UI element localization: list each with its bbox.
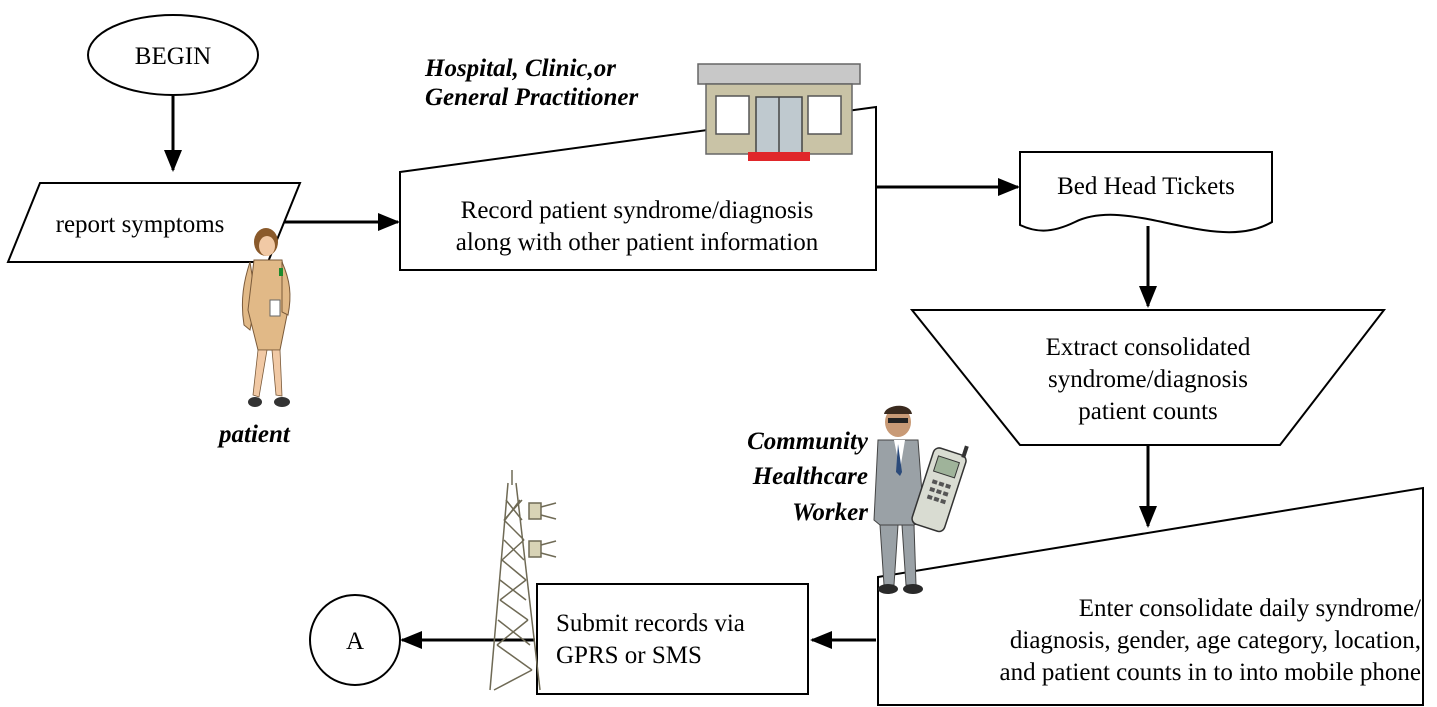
bed-head-tickets-node: Bed Head Tickets	[1019, 151, 1273, 234]
record-line-2: along with other patient information	[456, 229, 819, 256]
submit-line-2: GPRS or SMS	[556, 642, 702, 669]
hospital-caption-line-2: General Practitioner	[425, 84, 638, 111]
enter-line-2: diagnosis, gender, age category, locatio…	[1010, 627, 1421, 654]
record-line-1: Record patient syndrome/diagnosis	[461, 197, 814, 224]
report-symptoms-label: report symptoms	[56, 211, 225, 238]
extract-line-2: syndrome/diagnosis	[1048, 366, 1248, 393]
hospital-caption-line-1: Hospital, Clinic,or	[424, 55, 616, 82]
extract-line-1: Extract consolidated	[1046, 334, 1251, 361]
worker-caption-line-1: Community	[747, 428, 869, 455]
report-symptoms-node: report symptoms	[6, 182, 302, 263]
connector-a-node: A	[309, 594, 401, 686]
health-worker-man-icon	[873, 405, 969, 594]
enter-data-node: Enter consolidate daily syndrome/ diagno…	[877, 486, 1424, 706]
submit-line-1: Submit records via	[556, 610, 745, 637]
extract-line-3: patient counts	[1078, 398, 1218, 425]
enter-line-1: Enter consolidate daily syndrome/	[1079, 595, 1421, 622]
worker-caption-line-3: Worker	[792, 499, 868, 526]
submit-records-node: Submit records via GPRS or SMS	[536, 583, 809, 695]
extract-node: Extract consolidated syndrome/diagnosis …	[909, 309, 1387, 446]
patient-woman-icon	[241, 228, 291, 407]
enter-line-3: and patient counts in to into mobile pho…	[1000, 659, 1421, 686]
worker-caption-line-2: Healthcare	[752, 463, 868, 490]
connector-a-label: A	[346, 628, 364, 655]
begin-label: BEGIN	[135, 43, 211, 70]
hospital-building-icon	[697, 63, 861, 161]
bed-head-tickets-label: Bed Head Tickets	[1057, 173, 1235, 200]
cell-tower-icon	[489, 470, 557, 691]
begin-node: BEGIN	[87, 14, 259, 96]
patient-caption: patient	[217, 421, 291, 448]
